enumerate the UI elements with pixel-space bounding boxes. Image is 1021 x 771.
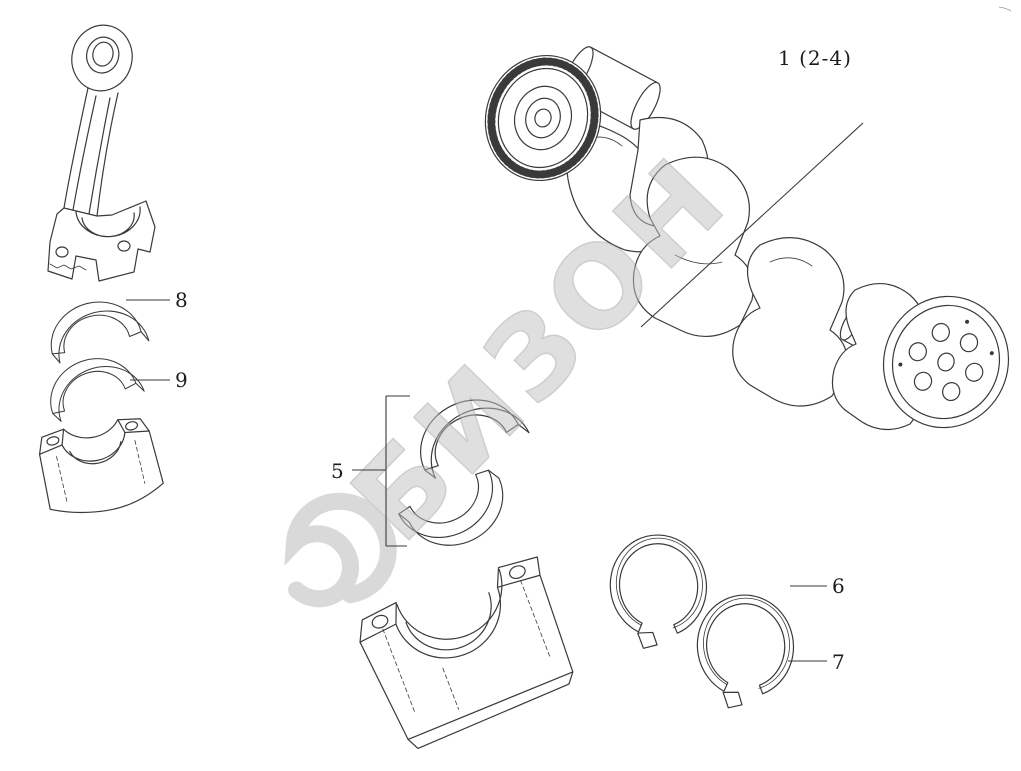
watermark: БИЗОН [284,131,754,608]
label-rod-bearing-lower: 9 [175,368,189,392]
label-thrust-washer-lower: 7 [832,650,846,674]
page-corner-mark [998,6,1012,12]
label-thrust-washer-upper: 6 [832,574,846,598]
bracket-5 [352,395,410,547]
crankshaft-drawing [484,46,1010,431]
watermark-logo-icon [284,492,397,608]
label-main-bearing: 5 [331,459,345,483]
thrust-ring-lower-drawing [690,588,802,712]
main-bearing-cap-drawing [359,556,574,750]
rod-bearing-cap-drawing [38,418,164,514]
connecting-rod-drawing [47,24,156,282]
watermark-text: БИЗОН [328,132,753,566]
crank-web-4 [732,236,848,407]
leader-line-1 [640,122,864,328]
label-crankshaft: 1 (2-4) [778,46,852,70]
rod-bearing-shell-upper-drawing [41,290,150,365]
crank-flange [882,295,1010,429]
crank-gear-pulley [484,54,602,182]
label-rod-bearing-upper: 8 [175,288,189,312]
crank-web-3 [632,156,754,338]
